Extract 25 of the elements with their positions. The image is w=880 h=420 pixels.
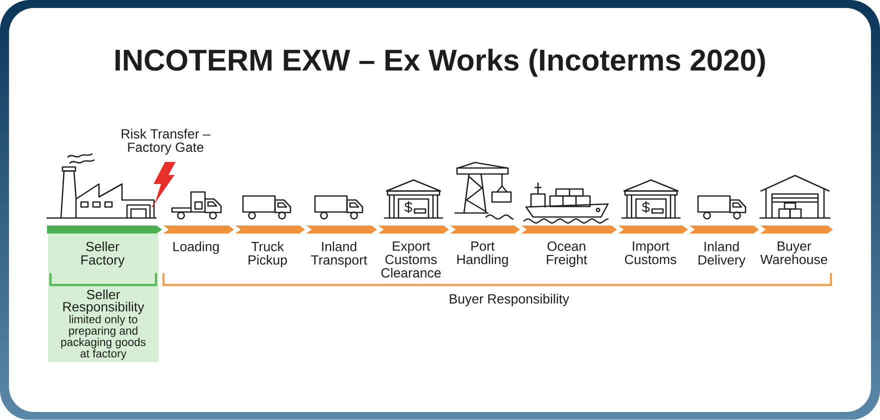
node-label: Export Customs Clearance <box>381 242 441 278</box>
process-step: Export Customs Clearance <box>378 226 449 278</box>
process-step: Ocean Freight <box>521 226 617 267</box>
process-step: Buyer Warehouse <box>760 226 834 264</box>
node-label: Port Handling <box>457 242 508 267</box>
node-label: Buyer Warehouse <box>760 242 828 264</box>
title: INCOTERM EXW – Ex Works (Incoterms 2020) <box>116 48 765 77</box>
process-step: Truck Pickup <box>235 226 305 268</box>
node-label: Truck Pickup <box>248 242 287 268</box>
process-step: Inland Delivery <box>689 226 760 268</box>
process-step: Import Customs <box>618 226 688 264</box>
highlight-panel <box>47 226 162 362</box>
annotation-text: Risk Transfer – Factory Gate <box>122 128 210 155</box>
note-text: limited only to preparing and packaging goods at factory <box>61 315 146 360</box>
node-label: Import Customs <box>624 242 676 264</box>
node-label: Inland Transport <box>311 242 368 268</box>
bracket-label: Buyer Responsibility <box>450 294 570 306</box>
process-step: Inland Transport <box>306 226 377 268</box>
process-step: Loading <box>163 226 234 254</box>
process-step: Seller Factory <box>47 226 162 268</box>
node-label: Ocean Freight <box>546 242 588 267</box>
heading: Seller Responsibility <box>63 290 144 314</box>
node-label: Inland Delivery <box>698 242 746 268</box>
process-step: Port Handling <box>450 226 520 267</box>
node-label: Loading <box>173 242 219 254</box>
